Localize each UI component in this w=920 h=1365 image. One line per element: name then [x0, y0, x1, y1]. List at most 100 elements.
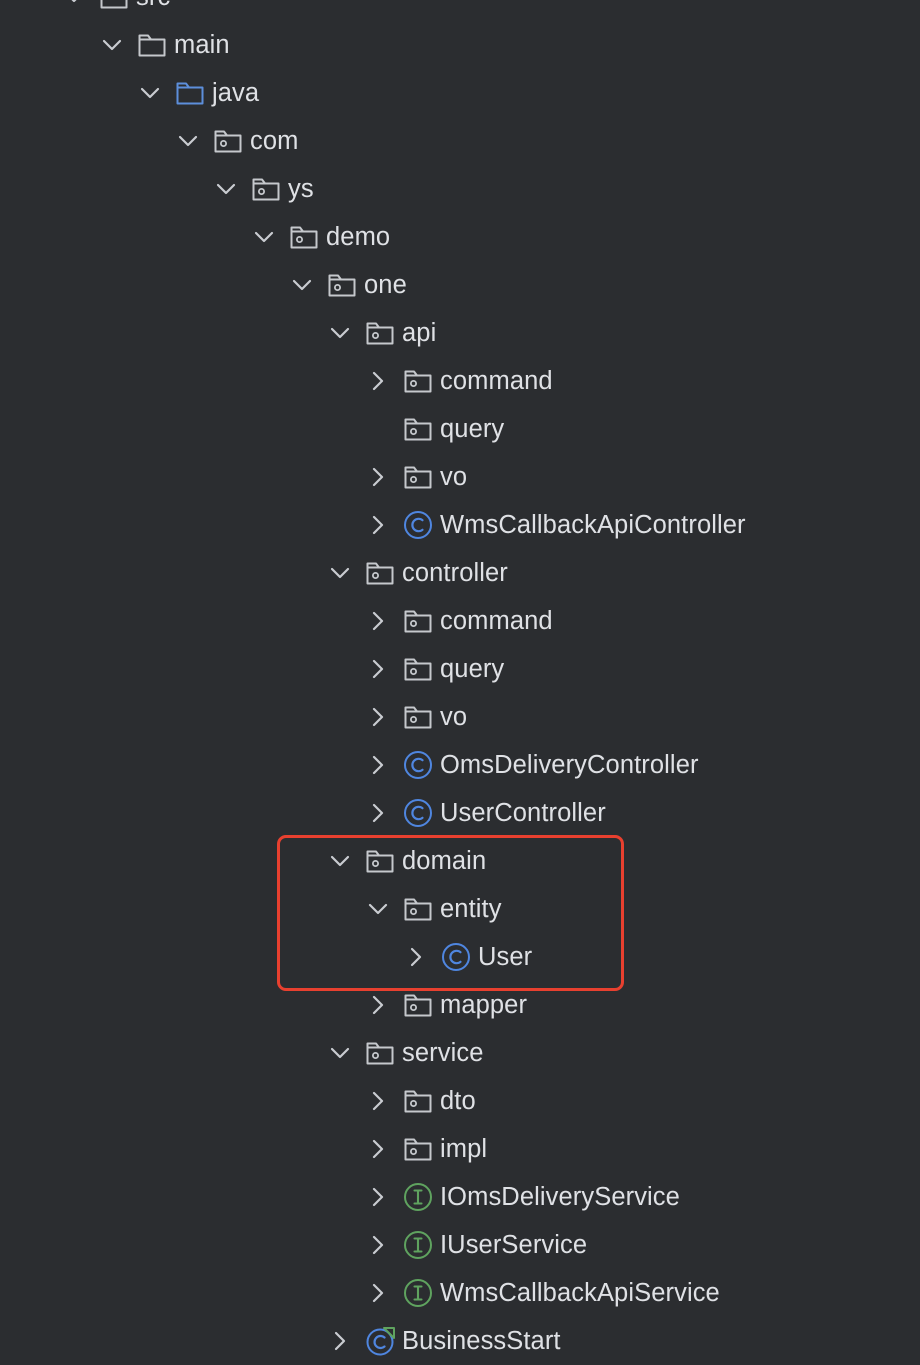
- tree-row-iomsdeliveryservice[interactable]: IOmsDeliveryService: [0, 1173, 920, 1221]
- tree-row-wmscallbackapiservice[interactable]: WmsCallbackApiService: [0, 1269, 920, 1317]
- tree-item-label: src: [136, 0, 170, 21]
- chevron-right-icon[interactable]: [366, 465, 390, 489]
- tree-row-com[interactable]: com: [0, 117, 920, 165]
- chevron-down-icon[interactable]: [366, 897, 390, 921]
- tree-row-api[interactable]: api: [0, 309, 920, 357]
- chevron-right-icon[interactable]: [366, 513, 390, 537]
- tree-row-query[interactable]: query: [0, 645, 920, 693]
- chevron-right-icon[interactable]: [366, 1233, 390, 1257]
- tree-item-label: User: [478, 943, 533, 971]
- interface-icon: [402, 1181, 434, 1213]
- tree-item-label: command: [440, 367, 553, 395]
- tree-row-java[interactable]: java: [0, 69, 920, 117]
- chevron-right-icon[interactable]: [366, 1281, 390, 1305]
- tree-row-domain[interactable]: domain: [0, 837, 920, 885]
- chevron-right-icon[interactable]: [366, 1089, 390, 1113]
- tree-row-vo[interactable]: vo: [0, 453, 920, 501]
- tree-item-label: one: [364, 271, 407, 299]
- tree-item-label: WmsCallbackApiController: [440, 511, 746, 539]
- package-icon: [402, 701, 434, 733]
- tree-row-one[interactable]: one: [0, 261, 920, 309]
- package-icon: [402, 893, 434, 925]
- chevron-right-icon[interactable]: [366, 753, 390, 777]
- tree-row-vo[interactable]: vo: [0, 693, 920, 741]
- tree-row-ys[interactable]: ys: [0, 165, 920, 213]
- package-icon: [402, 413, 434, 445]
- tree-row-command[interactable]: command: [0, 357, 920, 405]
- chevron-right-icon[interactable]: [366, 993, 390, 1017]
- tree-row-wmscallbackapicontroller[interactable]: WmsCallbackApiController: [0, 501, 920, 549]
- tree-item-label: BusinessStart: [402, 1327, 561, 1355]
- chevron-right-icon[interactable]: [366, 801, 390, 825]
- folder-icon: [98, 0, 130, 13]
- tree-row-command[interactable]: command: [0, 597, 920, 645]
- tree-row-usercontroller[interactable]: UserController: [0, 789, 920, 837]
- tree-item-label: vo: [440, 703, 468, 731]
- tree-item-label: java: [212, 79, 260, 107]
- chevron-right-icon[interactable]: [366, 1137, 390, 1161]
- tree-row-query[interactable]: query: [0, 405, 920, 453]
- tree-row-dto[interactable]: dto: [0, 1077, 920, 1125]
- chevron-down-icon[interactable]: [176, 129, 200, 153]
- chevron-down-icon[interactable]: [100, 33, 124, 57]
- package-icon: [402, 653, 434, 685]
- chevron-down-icon[interactable]: [214, 177, 238, 201]
- tree-row-entity[interactable]: entity: [0, 885, 920, 933]
- chevron-right-icon[interactable]: [366, 369, 390, 393]
- tree-item-label: demo: [326, 223, 391, 251]
- tree-item-label: UserController: [440, 799, 606, 827]
- spring-boot-class-icon: [364, 1325, 396, 1357]
- tree-item-label: query: [440, 655, 505, 683]
- chevron-right-icon[interactable]: [366, 657, 390, 681]
- package-icon: [326, 269, 358, 301]
- package-icon: [402, 365, 434, 397]
- tree-row-iuserservice[interactable]: IUserService: [0, 1221, 920, 1269]
- tree-row-src[interactable]: src: [0, 0, 920, 21]
- chevron-down-icon[interactable]: [252, 225, 276, 249]
- tree-row-mapper[interactable]: mapper: [0, 981, 920, 1029]
- tree-item-label: IUserService: [440, 1231, 588, 1259]
- package-icon: [402, 461, 434, 493]
- tree-item-label: dto: [440, 1087, 476, 1115]
- tree-item-label: impl: [440, 1135, 488, 1163]
- tree-item-label: entity: [440, 895, 502, 923]
- tree-row-impl[interactable]: impl: [0, 1125, 920, 1173]
- chevron-right-icon[interactable]: [366, 609, 390, 633]
- class-icon: [402, 509, 434, 541]
- tree-row-omsdeliverycontroller[interactable]: OmsDeliveryController: [0, 741, 920, 789]
- chevron-down-icon[interactable]: [290, 273, 314, 297]
- interface-icon: [402, 1277, 434, 1309]
- chevron-down-icon[interactable]: [62, 0, 86, 9]
- package-icon: [364, 845, 396, 877]
- chevron-right-icon[interactable]: [366, 705, 390, 729]
- tree-row-user[interactable]: User: [0, 933, 920, 981]
- package-icon: [288, 221, 320, 253]
- class-icon: [440, 941, 472, 973]
- chevron-down-icon[interactable]: [138, 81, 162, 105]
- chevron-down-icon[interactable]: [328, 561, 352, 585]
- tree-item-label: IOmsDeliveryService: [440, 1183, 680, 1211]
- chevron-down-icon[interactable]: [328, 321, 352, 345]
- tree-item-label: com: [250, 127, 299, 155]
- tree-row-main[interactable]: main: [0, 21, 920, 69]
- tree-row-businessstart[interactable]: BusinessStart: [0, 1317, 920, 1365]
- chevron-right-icon[interactable]: [404, 945, 428, 969]
- class-icon: [402, 797, 434, 829]
- chevron-down-icon[interactable]: [328, 849, 352, 873]
- chevron-down-icon[interactable]: [328, 1041, 352, 1065]
- tree-item-label: OmsDeliveryController: [440, 751, 699, 779]
- tree-item-label: command: [440, 607, 553, 635]
- tree-item-label: ys: [288, 175, 314, 203]
- folder-icon: [136, 29, 168, 61]
- chevron-right-icon[interactable]: [366, 1185, 390, 1209]
- package-icon: [364, 1037, 396, 1069]
- interface-icon: [402, 1229, 434, 1261]
- tree-row-controller[interactable]: controller: [0, 549, 920, 597]
- chevron-right-icon[interactable]: [328, 1329, 352, 1353]
- package-icon: [402, 605, 434, 637]
- package-icon: [402, 989, 434, 1021]
- tree-item-label: mapper: [440, 991, 528, 1019]
- tree-row-demo[interactable]: demo: [0, 213, 920, 261]
- tree-row-service[interactable]: service: [0, 1029, 920, 1077]
- tree-item-label: controller: [402, 559, 508, 587]
